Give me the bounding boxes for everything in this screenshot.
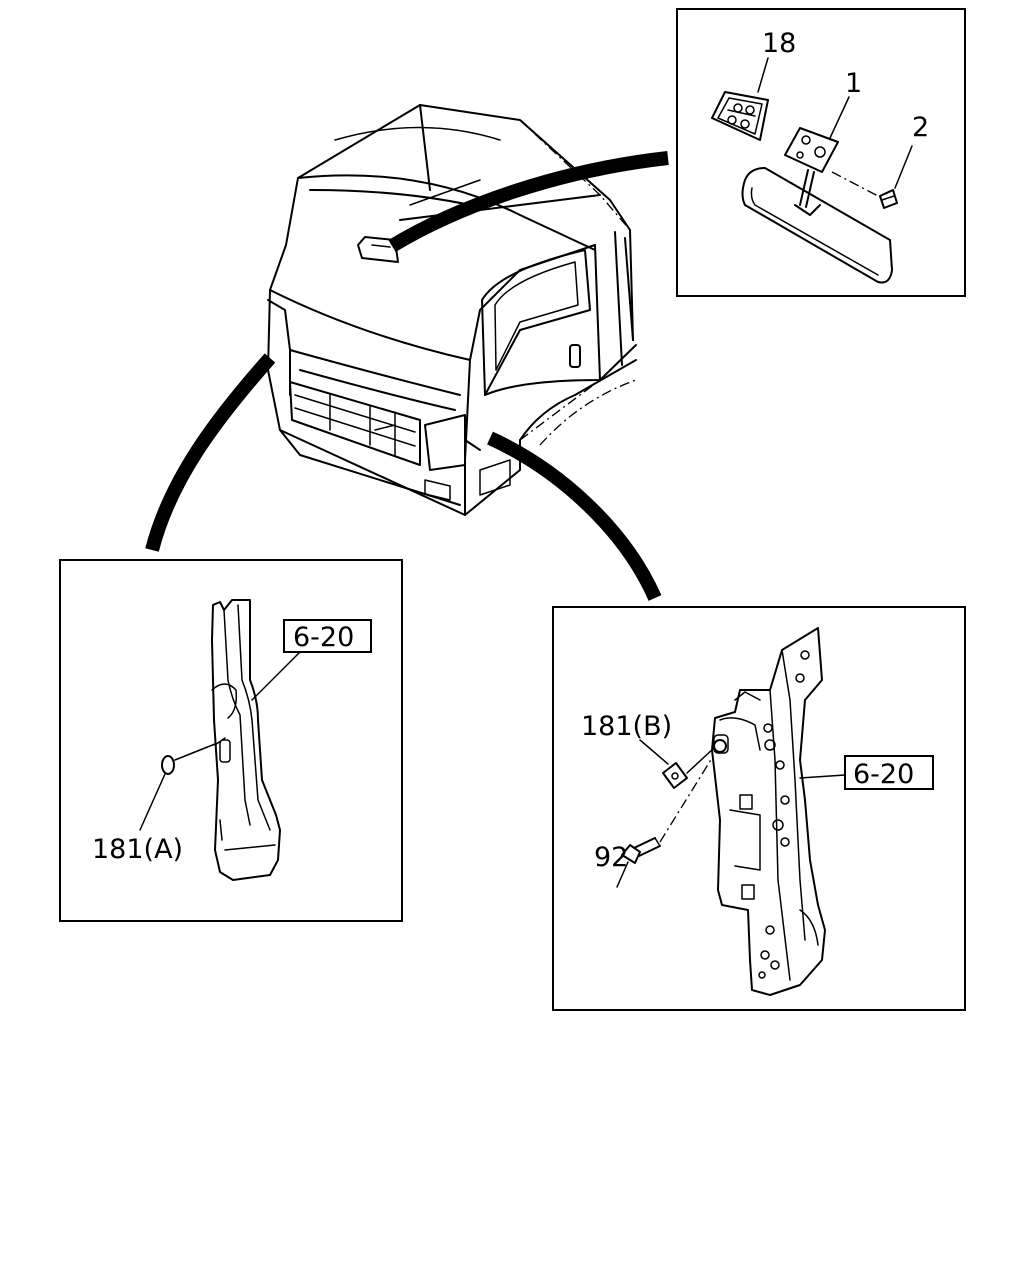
ref-label-right: 6-20 bbox=[853, 759, 914, 790]
leader-18 bbox=[757, 57, 769, 93]
rear-view-mirror-body bbox=[741, 167, 893, 284]
washer-181b bbox=[662, 739, 727, 789]
leader-ref-left bbox=[251, 651, 301, 701]
mirror-mount-part-1 bbox=[784, 127, 839, 208]
callout-arc-left-pillar bbox=[145, 353, 276, 552]
ref-label-left: 6-20 bbox=[293, 622, 354, 653]
inset-left-pillar: 6-20 181(A) bbox=[59, 559, 403, 922]
leader-ref-right bbox=[799, 774, 846, 779]
ref-box-right bbox=[844, 755, 934, 790]
pillar-panel-right bbox=[711, 627, 826, 996]
bolt-92 bbox=[621, 757, 713, 864]
inset-right-frame bbox=[552, 606, 966, 1011]
leader-92 bbox=[616, 861, 629, 888]
inset-mirror-frame bbox=[676, 8, 966, 297]
ref-box-left bbox=[283, 619, 372, 653]
callout-arc-mirror bbox=[388, 151, 669, 252]
label-part-2: 2 bbox=[912, 112, 929, 143]
callout-arc-right-pillar bbox=[487, 431, 662, 601]
leader-2 bbox=[894, 145, 913, 189]
leader-181b bbox=[639, 739, 669, 765]
plug-181a bbox=[161, 743, 216, 775]
pillar-panel-left bbox=[211, 599, 281, 881]
label-part-181a: 181(A) bbox=[92, 834, 183, 865]
truck-cab-illustration bbox=[267, 104, 637, 516]
leader-1 bbox=[829, 96, 850, 139]
screw-part-2 bbox=[831, 171, 898, 209]
mirror-pad-part-18 bbox=[711, 91, 769, 141]
label-part-181b: 181(B) bbox=[581, 711, 672, 742]
label-part-1: 1 bbox=[845, 68, 862, 99]
label-part-18: 18 bbox=[762, 28, 796, 59]
label-part-92: 92 bbox=[594, 842, 628, 873]
inset-left-frame bbox=[59, 559, 403, 922]
inset-mirror: 18 1 2 bbox=[676, 8, 966, 297]
inset-right-pillar: 6-20 181(B) 92 bbox=[552, 606, 966, 1011]
leader-181a bbox=[139, 773, 166, 831]
